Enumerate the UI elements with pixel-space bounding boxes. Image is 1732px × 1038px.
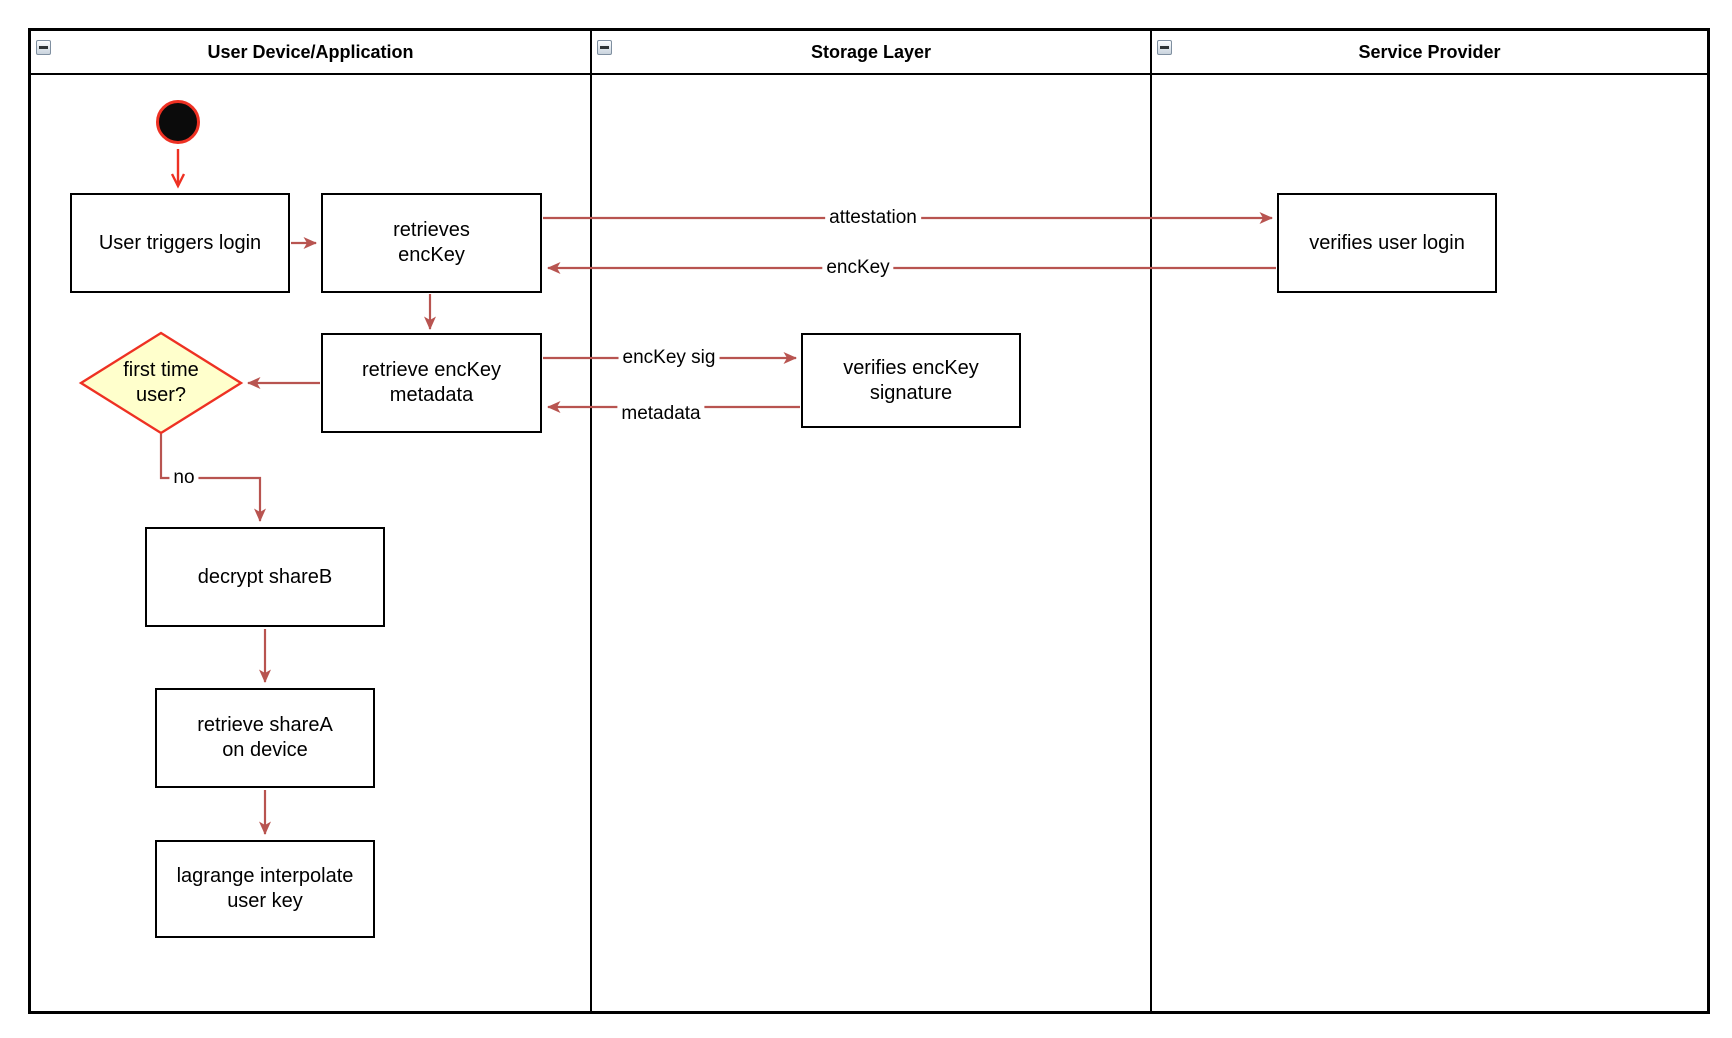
lane-title: Storage Layer [810, 41, 932, 62]
edge-label-no: no [169, 466, 199, 490]
initial-node[interactable] [156, 100, 200, 144]
decision-first-time-user[interactable] [78, 331, 244, 435]
lane-storage-layer: Storage Layer [590, 31, 1150, 1011]
lane-header-storage-layer: Storage Layer [592, 31, 1150, 75]
minus-icon [1160, 46, 1169, 49]
lane-collapse-button[interactable] [1157, 40, 1172, 55]
lane-title: User Device/Application [207, 41, 414, 62]
edge-label-enckey: encKey [822, 256, 894, 280]
edge-label-enckey-sig: encKey sig [618, 346, 720, 370]
node-lagrange-interpolate-user-key[interactable]: lagrange interpolate user key [155, 840, 375, 938]
lane-collapse-button[interactable] [36, 40, 51, 55]
node-retrieve-sharea-on-device[interactable]: retrieve shareA on device [155, 688, 375, 788]
node-verifies-enckey-signature[interactable]: verifies encKey signature [801, 333, 1021, 428]
minus-icon [39, 46, 48, 49]
lane-collapse-button[interactable] [597, 40, 612, 55]
lane-service-provider: Service Provider [1150, 31, 1707, 1011]
lane-title: Service Provider [1358, 41, 1501, 62]
node-verifies-user-login[interactable]: verifies user login [1277, 193, 1497, 293]
edge-label-metadata: metadata [617, 402, 705, 426]
edge-label-attestation: attestation [825, 206, 921, 230]
node-retrieves-enckey[interactable]: retrieves encKey [321, 193, 542, 293]
decision-label-first-time-user: first time user? [123, 359, 199, 406]
edge-decision-no [159, 434, 266, 522]
node-retrieve-enckey-metadata[interactable]: retrieve encKey metadata [321, 333, 542, 433]
minus-icon [600, 46, 609, 49]
lane-header-service-provider: Service Provider [1152, 31, 1707, 75]
lane-user-device: User Device/Application [31, 31, 590, 1011]
lane-header-user-device: User Device/Application [31, 31, 590, 75]
node-decrypt-shareb[interactable]: decrypt shareB [145, 527, 385, 627]
node-user-triggers-login[interactable]: User triggers login [70, 193, 290, 293]
